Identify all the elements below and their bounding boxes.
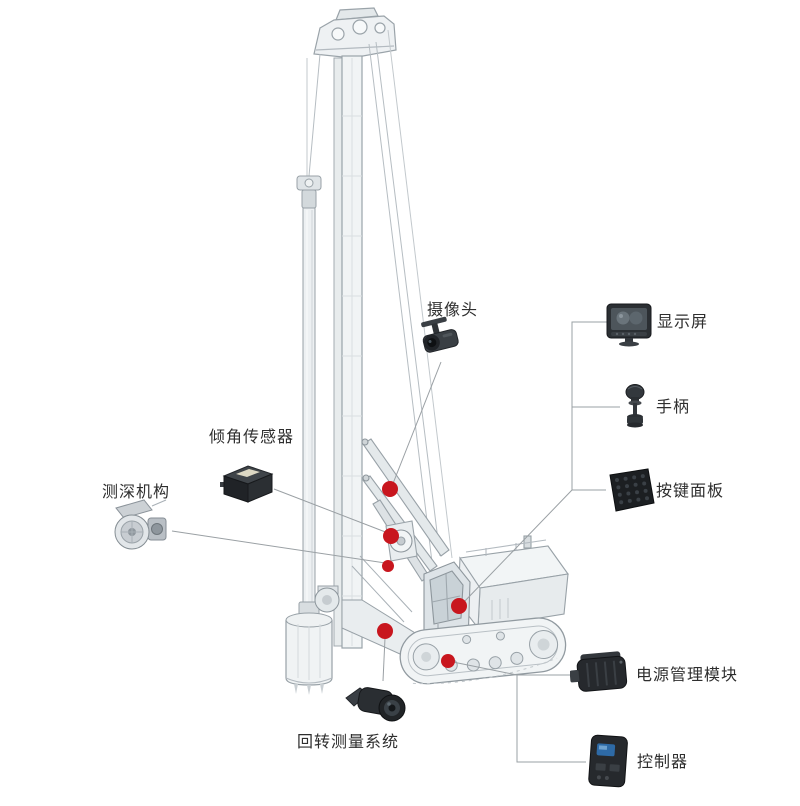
sensor-marker [383, 528, 399, 544]
sensor-marker [382, 560, 394, 572]
label-depth-mechanism: 测深机构 [102, 482, 171, 501]
sensor-marker [377, 623, 393, 639]
keypad-icon [609, 468, 655, 512]
sensor-marker [451, 598, 467, 614]
connector-lines [171, 321, 620, 763]
rig-crawler-track [399, 617, 567, 685]
rig-crown-pulley [313, 7, 397, 59]
rig-body [457, 535, 569, 630]
connector-right-group [571, 321, 608, 491]
label-handle: 手柄 [656, 397, 691, 416]
rig-kelly-bar [296, 53, 322, 617]
depth-mechanism-icon [114, 499, 167, 550]
label-keypad: 按键面板 [656, 481, 725, 500]
label-rotary-system: 回转测量系统 [297, 732, 400, 751]
label-controller: 控制器 [637, 752, 689, 771]
sensor-marker [382, 481, 398, 497]
rig-mast [333, 55, 363, 649]
rig-linkage-arms [361, 438, 450, 582]
connector-tilt-sensor [273, 488, 389, 534]
connector-depth [171, 530, 386, 564]
rig-drill-bucket [285, 612, 333, 695]
connector-rotary [382, 637, 386, 682]
label-camera: 摄像头 [427, 300, 479, 319]
connector-camera [391, 361, 442, 487]
camera-icon [421, 316, 459, 353]
label-display: 显示屏 [657, 312, 709, 331]
power-module-icon [570, 651, 628, 692]
connector-bottom-to-track [452, 661, 518, 676]
label-power-module: 电源管理模块 [636, 665, 739, 684]
label-tilt-sensor: 倾角传感器 [209, 427, 295, 446]
tilt-sensor-icon [220, 465, 274, 503]
controller-icon [588, 734, 628, 788]
connector-bottom-group [516, 674, 586, 763]
rotary-system-icon [345, 687, 406, 722]
connector-right-to-cab [462, 489, 573, 604]
display-icon [606, 303, 652, 347]
sensor-marker [441, 654, 455, 668]
rig-cables [368, 29, 453, 563]
sensor-markers [377, 481, 467, 668]
joystick-icon [625, 384, 645, 428]
